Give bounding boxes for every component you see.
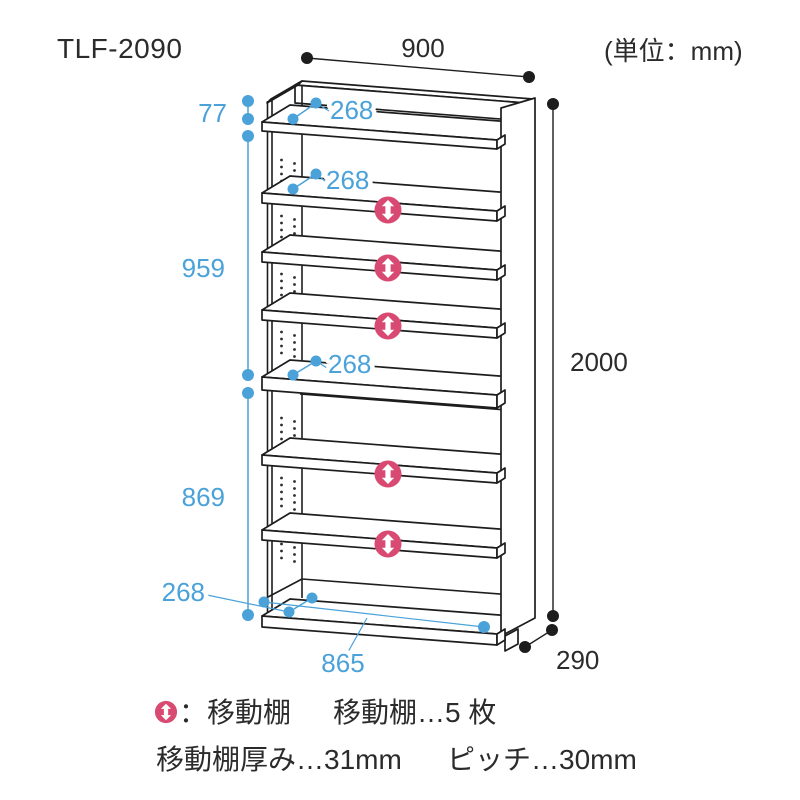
bottom-board-endcap [496,628,506,646]
model-number: TLF-2090 [57,33,182,64]
unit-note: (単位：mm) [604,36,743,66]
shelf-unit-drawing [261,80,536,652]
back-bottom-rail-left [267,578,303,598]
shelf-4-endcap [496,467,506,484]
shelf-top-surfaces [261,104,526,635]
movable-shelf-icon [374,254,402,282]
shelf-5-endcap [496,542,506,559]
right-front-foot [504,628,519,652]
dimension-height: 2000 [547,98,628,622]
depth-value: 290 [556,645,599,675]
shelf-2-endcap [496,264,506,281]
shelf-depth-value: 268 [326,165,369,195]
fixed-shelf-back-line [299,393,521,412]
top-gap-value: 77 [198,98,227,128]
back-bottom-rail-line [301,578,527,597]
shelf-depth-value: 268 [330,95,373,125]
dimension-width: 900 [301,33,535,83]
shelf-depth-value: 268 [162,577,205,607]
inner-width-value: 865 [321,648,364,678]
fixed-shelf-endcap [496,389,506,409]
shelf-depth-value: 268 [328,349,371,379]
dimension-inner-width: 865 [258,596,490,683]
legend-pitch: ピッチ…30mm [447,744,637,775]
movable-shelf-icon [374,460,402,488]
legend-shelf-count: 移動棚…5 枚 [333,697,496,728]
height-value: 2000 [570,347,628,377]
right-side-panel [500,97,536,637]
movable-shelf-legend-icon [154,700,178,724]
movable-shelf-icon [374,196,402,224]
top-board-endcap [496,134,506,150]
movable-shelf-markers [374,196,402,558]
shelf-depth-labels: 268 268 268 268 [157,91,378,618]
legend-shelf-thickness: 移動棚厚み…31mm [156,744,402,775]
dimension-depth: 290 [519,624,599,675]
movable-shelf-icon [374,312,402,340]
dimension-left-chain: 77 959 869 [182,95,254,621]
shelf-3-endcap [496,322,506,339]
legend-icon-meaning: ：移動棚 [179,697,291,728]
width-value: 900 [401,33,444,63]
movable-shelf-icon [374,530,402,558]
lower-section-value: 869 [182,482,225,512]
legend: ：移動棚 移動棚…5 枚 移動棚厚み…31mm ピッチ…30mm [154,697,637,775]
left-panel-top [266,80,303,104]
shelf-1-endcap [496,205,506,222]
upper-section-value: 959 [182,253,225,283]
